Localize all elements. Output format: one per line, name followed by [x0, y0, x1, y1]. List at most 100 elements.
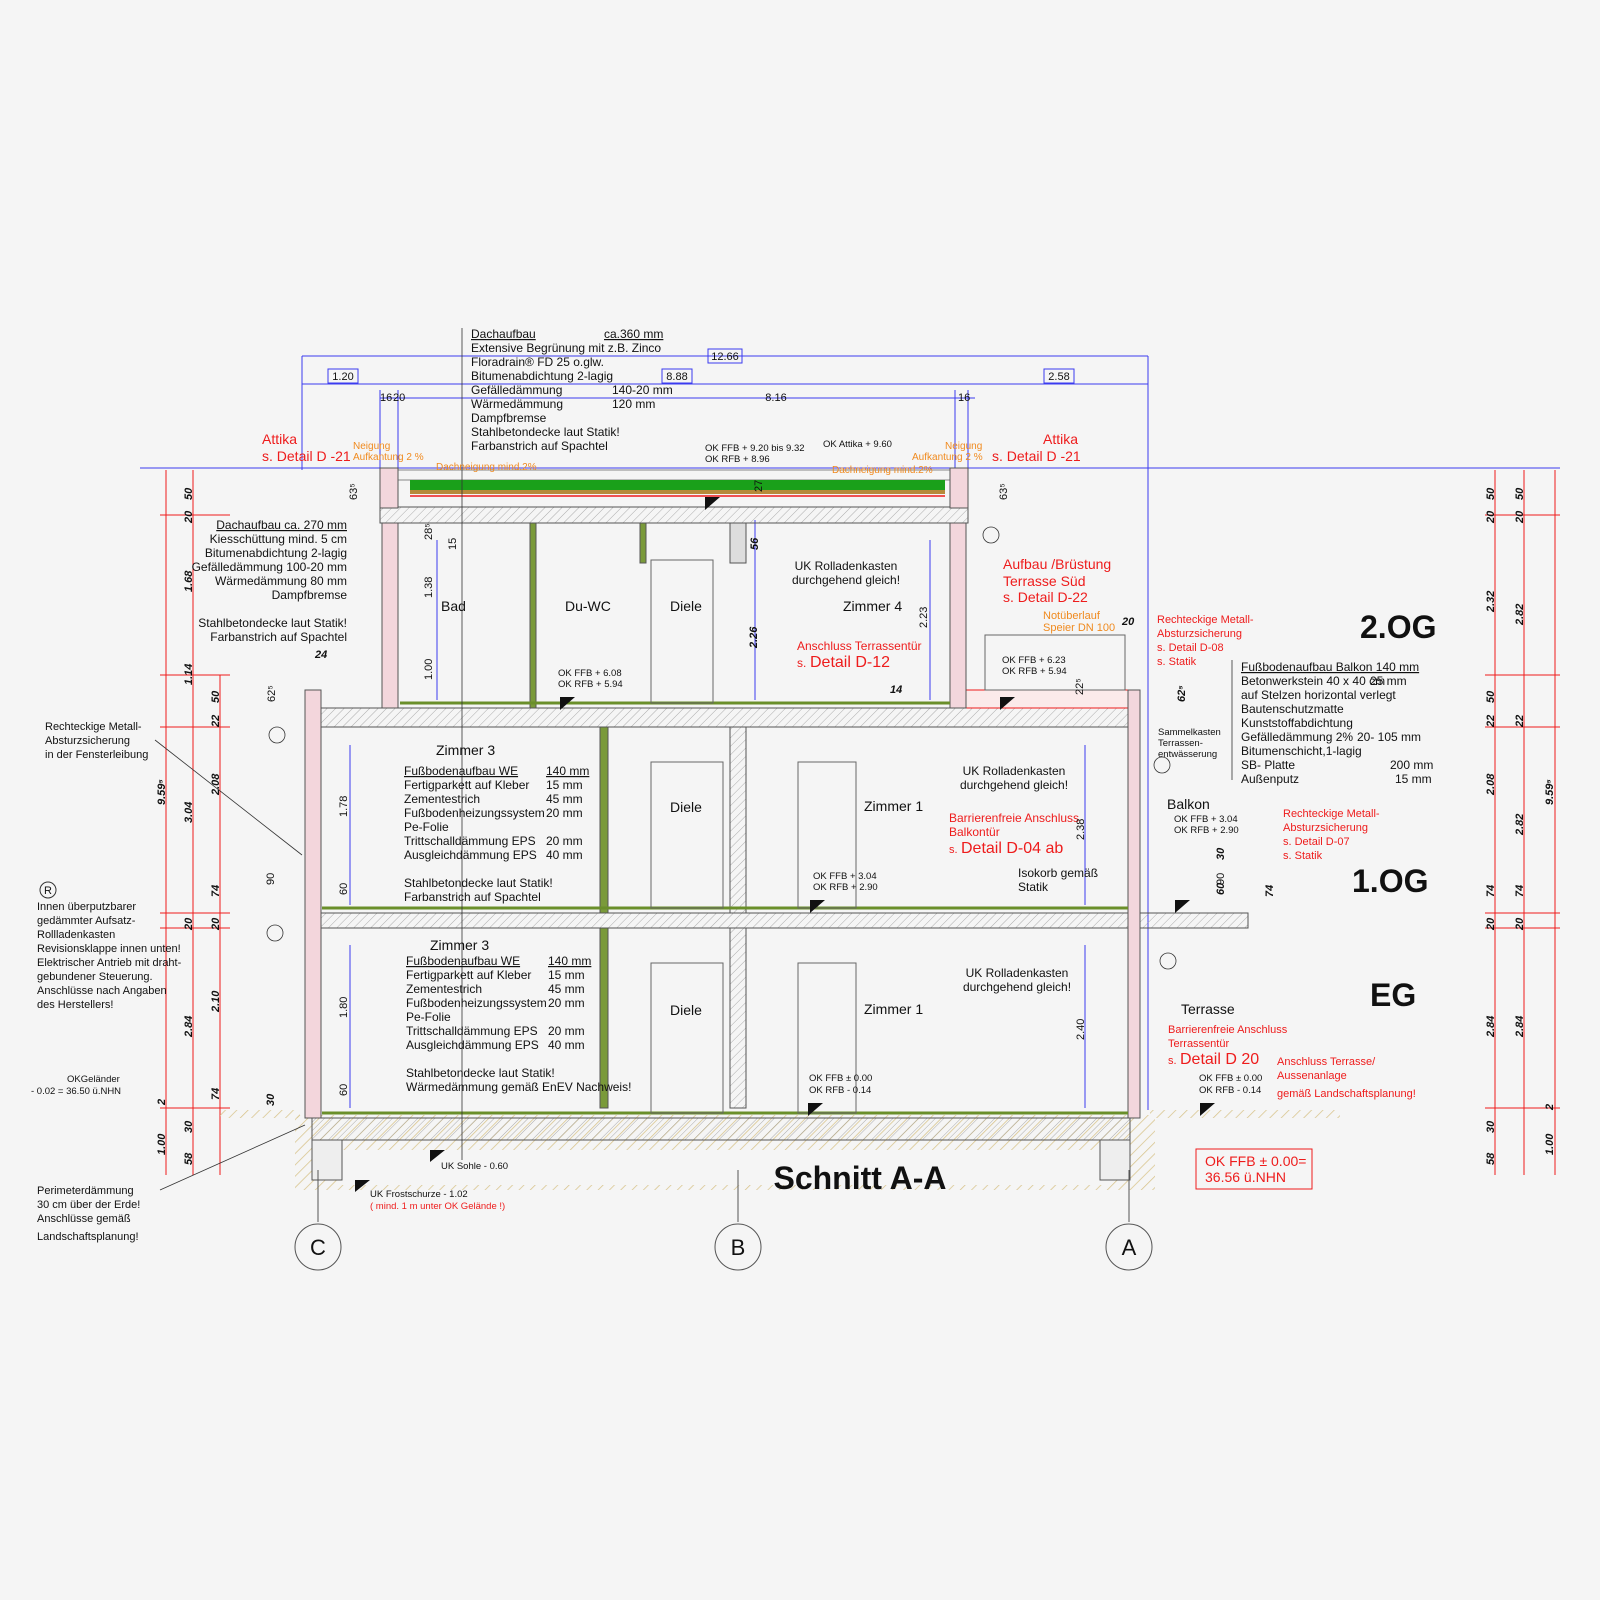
detail-notes: Anschluss Terrassentür s. Detail D-12 Au…: [37, 526, 1416, 1243]
label: UK Rolladenkasten: [966, 966, 1069, 980]
label: Wärmedämmung gemäß EnEV Nachweis!: [406, 1080, 631, 1094]
dim: 9.59⁵: [156, 779, 168, 805]
label: Wärmedämmung 80 mm: [215, 574, 347, 588]
label: Barrierenfreie Anschluss: [949, 811, 1079, 825]
label: Kiesschüttung mind. 5 cm: [210, 532, 347, 546]
label: Fußbodenaufbau WE: [404, 764, 518, 778]
label: Bautenschutzmatte: [1241, 702, 1344, 716]
room-diele-1og: Diele: [670, 799, 702, 815]
label: Rechteckige Metall-: [45, 721, 142, 733]
dim: 1.68: [183, 570, 195, 592]
label: Ausgleichdämmung EPS: [406, 1038, 539, 1052]
dim: 2: [1544, 1104, 1556, 1111]
dim: 1.00: [156, 1133, 168, 1155]
dim: 30: [1485, 1120, 1497, 1133]
label: s.: [797, 656, 806, 670]
label: Sammelkasten: [1158, 727, 1221, 738]
label: Wärmedämmung: [471, 397, 563, 411]
label: Aufbau /Brüstung: [1003, 556, 1111, 572]
room-diele-eg: Diele: [670, 1002, 702, 1018]
label: Bitumenabdichtung 2-lagig: [471, 369, 613, 383]
height-note: ( mind. 1 m unter OK Gelände !): [370, 1201, 505, 1212]
roof-left-buildup: Dachaufbau ca. 270 mm Kiesschüttung mind…: [192, 518, 348, 644]
dim: 2.08: [210, 773, 222, 796]
label: 20 mm: [546, 806, 583, 820]
dim: 24: [314, 649, 327, 661]
ref-height: OK FFB ± 0.00=: [1205, 1153, 1306, 1169]
dim: 22: [210, 715, 222, 728]
dim: 20: [183, 917, 195, 931]
floor-buildup-1og: Fußbodenaufbau WE 140 mm Fertigparkett a…: [404, 764, 589, 904]
label: Terrassentür: [1168, 1038, 1229, 1050]
dim: 20: [1485, 917, 1497, 931]
dim: 50: [210, 690, 222, 703]
slabs: [309, 506, 1249, 929]
dim: 22: [1514, 715, 1526, 728]
dim: 2.08: [1485, 773, 1497, 796]
axis-b: B: [731, 1235, 746, 1260]
dim: 30: [265, 1093, 277, 1106]
dim: 58: [1485, 1152, 1497, 1165]
dim: 1.00: [423, 659, 435, 680]
label: UK Rolladenkasten: [795, 559, 898, 573]
label: s. Detail D-08: [1157, 642, 1224, 654]
label: Perimeterdämmung: [37, 1185, 134, 1197]
neigung-left: Aufkantung 2 %: [353, 452, 424, 463]
label: Extensive Begrünung mit z.B. Zinco: [471, 341, 661, 355]
label: Elektrischer Antrieb mit draht-: [37, 957, 182, 969]
label: 15 mm: [548, 968, 585, 982]
label: 120 mm: [612, 397, 655, 411]
label: Speier DN 100: [1043, 622, 1115, 634]
dim: 2: [156, 1099, 168, 1106]
label: 30 cm über der Erde!: [37, 1199, 140, 1211]
attika-notes: Attika s. Detail D -21 Attika s. Detail …: [262, 431, 1081, 476]
dim: 74: [1485, 885, 1497, 897]
dim: 30: [1215, 847, 1227, 860]
label: Detail D-04 ab: [961, 840, 1063, 857]
label: 20 mm: [548, 1024, 585, 1038]
axis-c: C: [310, 1235, 326, 1260]
label: Fußbodenaufbau WE: [406, 954, 520, 968]
dim: 2.40: [1075, 1019, 1087, 1040]
dim: 22: [1485, 715, 1497, 728]
dim: 20: [183, 510, 195, 524]
label: Betonwerkstein 40 x 40 cm: [1241, 674, 1385, 688]
height: OK RFB + 2.90: [1174, 825, 1239, 836]
label: Bitumenabdichtung 2-lagig: [205, 546, 347, 560]
dim: 28⁵: [423, 523, 435, 540]
label: 40 mm: [548, 1038, 585, 1052]
label: 200 mm: [1390, 758, 1433, 772]
height: UK Sohle - 0.60: [441, 1161, 508, 1172]
height: OK FFB + 6.08: [558, 668, 622, 679]
label: Balkontür: [949, 825, 1000, 839]
height: OK RFB + 5.94: [558, 679, 623, 690]
dim: 50: [1485, 690, 1497, 703]
dim: 3.04: [183, 802, 195, 823]
label: Rechteckige Metall-: [1157, 614, 1254, 626]
height-markers: OK FFB + 9.20 bis 9.32 OK RFB + 8.96 OK …: [31, 439, 1262, 1212]
section-title: Schnitt A-A: [773, 1160, 946, 1196]
floor-buildup-eg: Fußbodenaufbau WE 140 mm Fertigparkett a…: [406, 954, 631, 1094]
neigung-right: Aufkantung 2 %: [912, 452, 983, 463]
label: durchgehend gleich!: [963, 980, 1071, 994]
label: 20 mm: [548, 996, 585, 1010]
height: OK RFB - 0.14: [809, 1085, 871, 1096]
room-terrasse: Terrasse: [1181, 1001, 1235, 1017]
label: 15 mm: [546, 778, 583, 792]
dim: 1.38: [423, 577, 435, 598]
label: Notüberlauf: [1043, 610, 1101, 622]
height: OK RFB - 0.14: [1199, 1085, 1261, 1096]
dachneigung-right: Dachneigung mind.2%: [832, 465, 933, 476]
label: 40 mm: [546, 848, 583, 862]
label: s. Statik: [1283, 850, 1323, 862]
doors: [650, 559, 1126, 1114]
axis-a: A: [1122, 1235, 1137, 1260]
dim: 2.84: [1514, 1016, 1526, 1038]
label: Fertigparkett auf Kleber: [406, 968, 531, 982]
dim: 20: [1121, 616, 1135, 628]
attika-left: Attika: [262, 431, 297, 447]
height: OKGeländer: [67, 1074, 120, 1085]
label: Fertigparkett auf Kleber: [404, 778, 529, 792]
dim: 74: [1264, 885, 1276, 897]
label: Gefälledämmung: [471, 383, 562, 397]
